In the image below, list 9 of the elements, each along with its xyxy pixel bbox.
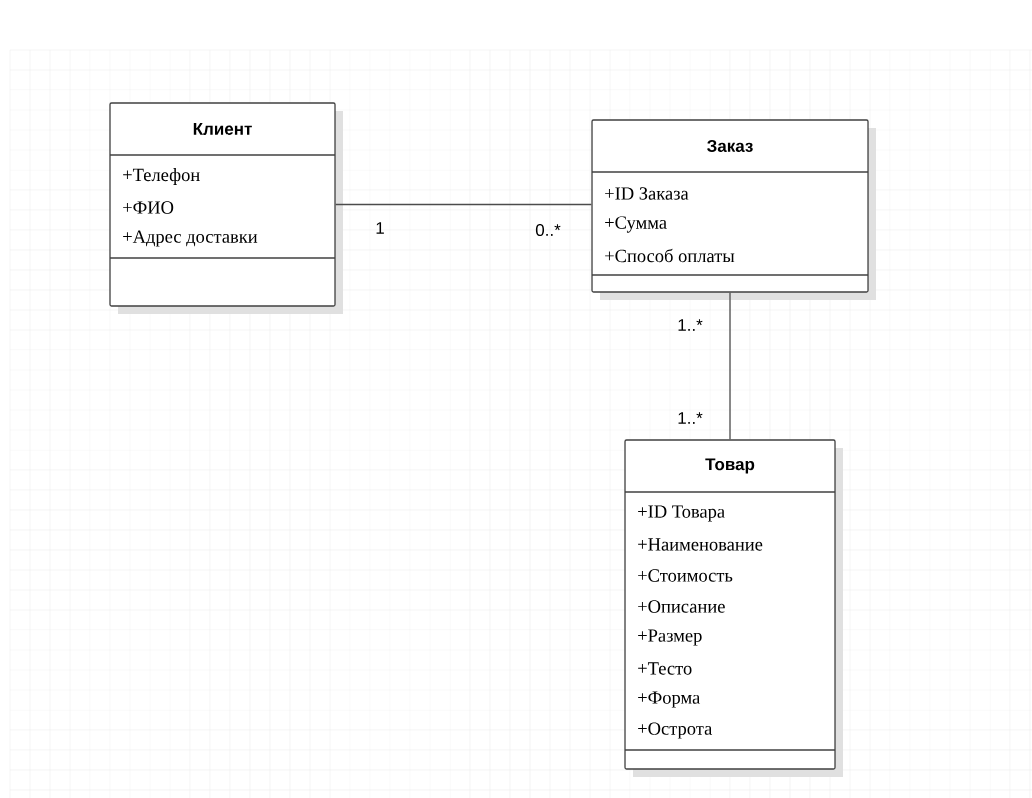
association-line	[729, 292, 731, 440]
multiplicity-label: 1	[376, 222, 384, 234]
multiplicity-label: 1..*	[678, 412, 703, 424]
multiplicity-label: 1..*	[678, 319, 703, 331]
class-box: Заказ +ID Заказа +Сумма +Способ оплаты	[591, 119, 876, 300]
association-line	[335, 203, 592, 206]
class-box: Клиент +Телефон +ФИО +Адрес доставки	[109, 102, 343, 314]
multiplicity-label: 0..*	[535, 224, 561, 237]
class-box: Товар +ID Товара +Наименование +Стоимость +Описание +Размер +Тесто +Форма +Острота	[624, 439, 843, 777]
